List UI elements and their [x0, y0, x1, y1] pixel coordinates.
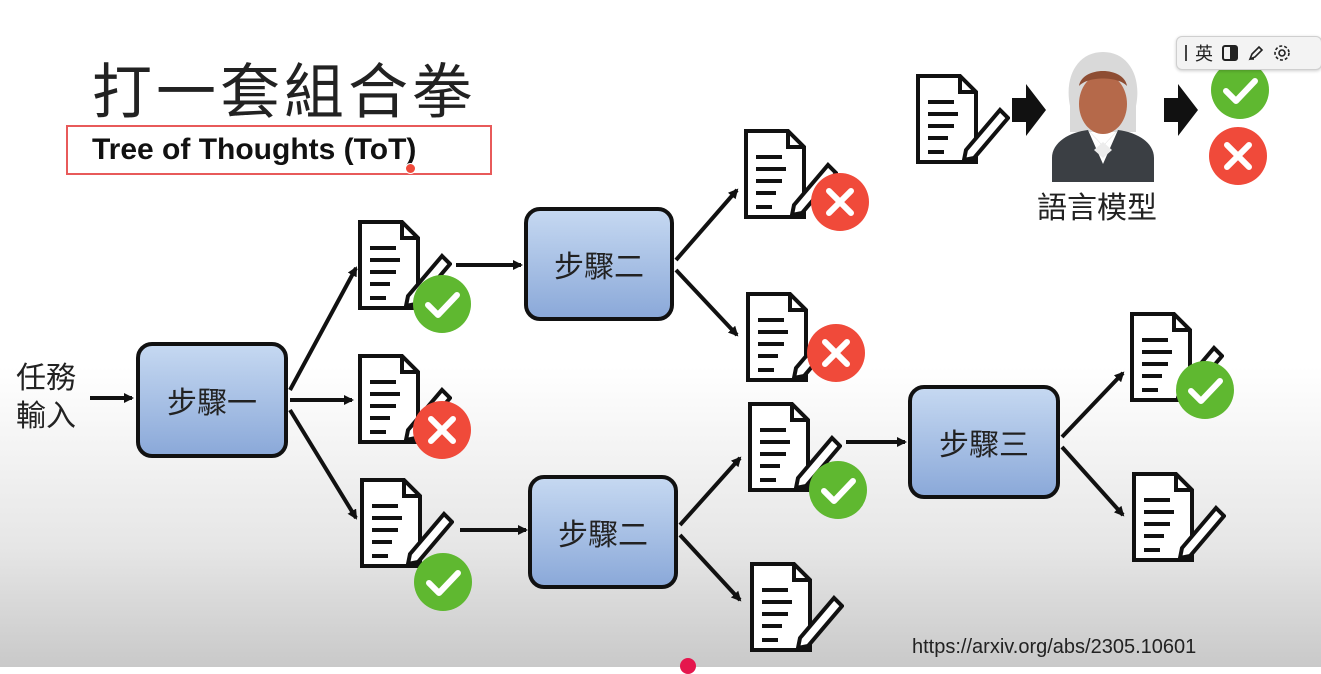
- document-icon: [914, 72, 1011, 172]
- document-icon: [746, 400, 843, 500]
- page-title: 打一套組合拳: [92, 58, 476, 128]
- check-icon: [1210, 60, 1270, 124]
- document-icon: [1130, 470, 1227, 570]
- judge-person-icon: [1048, 46, 1158, 186]
- cross-icon: [810, 172, 870, 236]
- block-arrow-left: [1012, 84, 1046, 136]
- arrow-step2top-doc4: [674, 188, 739, 262]
- source-url: https://arxiv.org/abs/2305.10601: [912, 636, 1197, 658]
- arrow-step3-doc8: [1060, 371, 1125, 439]
- cross-icon: [806, 323, 866, 387]
- pointer-dot: [405, 163, 416, 174]
- check-icon: [412, 274, 472, 338]
- arrow-step1-doc3: [288, 408, 358, 520]
- step-box-2-top: 步驟二: [524, 207, 674, 321]
- model-label: 語言模型: [1037, 191, 1157, 226]
- document-icon: [358, 476, 455, 576]
- drag-handle-icon[interactable]: [1185, 45, 1187, 61]
- bottom-marker: [680, 658, 696, 674]
- ime-toolbar[interactable]: 英: [1176, 36, 1321, 70]
- document-icon: [748, 560, 845, 660]
- arrow-step2bottom-doc7: [678, 533, 742, 602]
- step-box-3: 步驟三: [908, 385, 1060, 499]
- ime-language-button[interactable]: 英: [1195, 44, 1213, 65]
- cross-icon: [1208, 126, 1268, 190]
- block-arrow-right: [1164, 84, 1198, 136]
- input-label: 任務輸入: [16, 361, 76, 434]
- arrow-step1-doc1: [288, 266, 358, 391]
- check-icon: [413, 552, 473, 616]
- arrow-step2top-doc5: [674, 268, 739, 337]
- subtitle: Tree of Thoughts (ToT): [92, 133, 417, 166]
- subtitle-box: Tree of Thoughts (ToT): [66, 125, 492, 175]
- arrow-step3-doc9: [1060, 445, 1125, 517]
- check-icon: [1175, 360, 1235, 424]
- step-box-1: 步驟一: [136, 342, 288, 458]
- arrow-step2bottom-doc6: [678, 456, 742, 527]
- step-box-2-bottom: 步驟二: [528, 475, 678, 589]
- document-icon: [744, 290, 841, 390]
- gear-icon[interactable]: [1273, 44, 1291, 62]
- cross-icon: [412, 400, 472, 464]
- contrast-icon[interactable]: [1221, 44, 1239, 62]
- check-icon: [808, 460, 868, 524]
- pen-icon[interactable]: [1247, 44, 1265, 62]
